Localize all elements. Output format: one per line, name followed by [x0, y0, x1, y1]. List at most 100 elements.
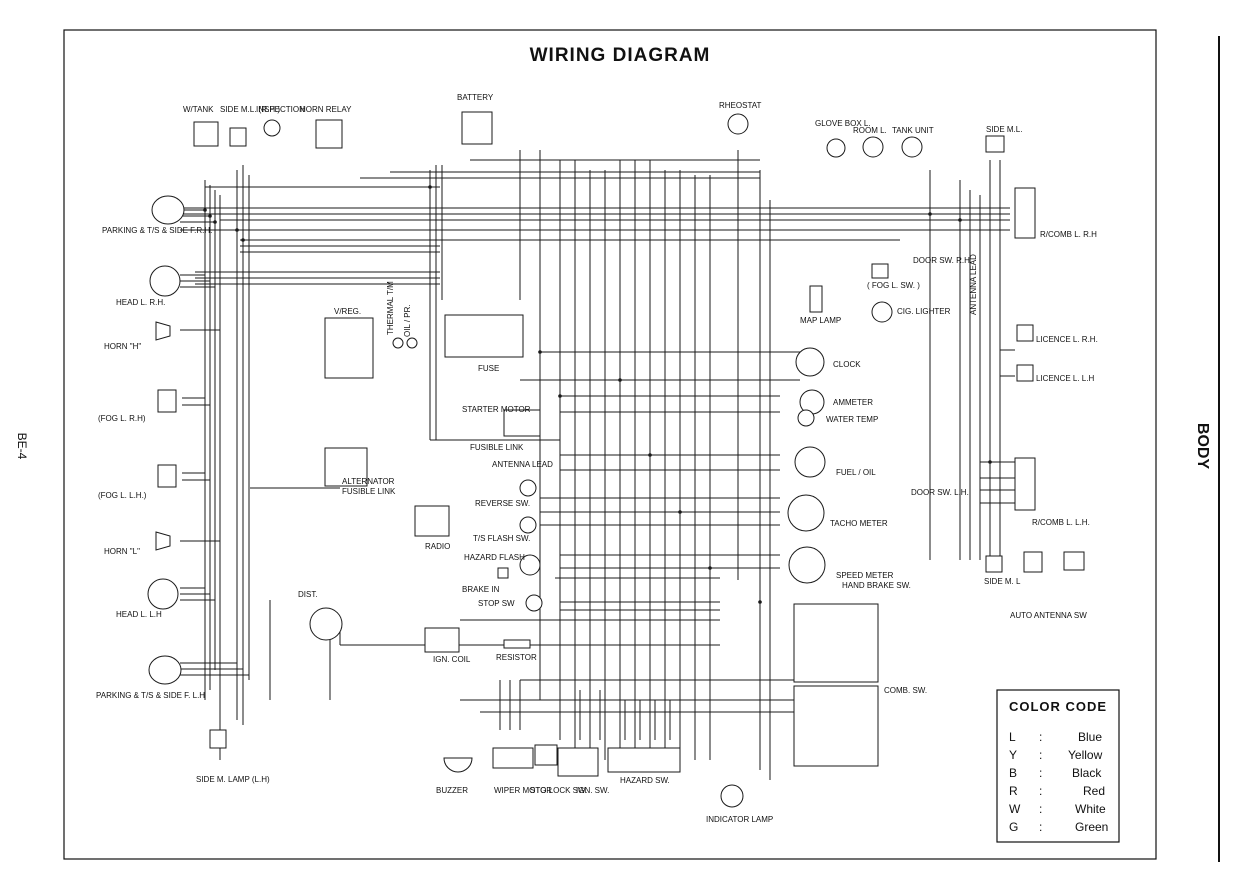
side-m-l-symbol: [985, 555, 1003, 573]
color-code-key: W: [1009, 802, 1021, 816]
color-code-colon: :: [1039, 784, 1042, 798]
tacho-meter-symbol: [787, 494, 825, 532]
radio-label: RADIO: [425, 542, 450, 551]
fuel-oil-label: FUEL / OIL: [836, 468, 876, 477]
rcomb-lh-symbol: [1014, 457, 1036, 511]
indicator-lamp-symbol: [720, 784, 744, 808]
v-reg-label: V/REG.: [334, 307, 361, 316]
buzzer-symbol: [443, 757, 473, 773]
diagram-border: [63, 29, 1157, 860]
map-lamp-label: MAP LAMP: [800, 316, 841, 325]
ign-sw-label: IGN. SW.: [576, 786, 609, 795]
brake-in-symbol: [497, 567, 509, 579]
rcomb-rh-symbol: [1014, 187, 1036, 239]
fog-rh-symbol: [157, 389, 177, 413]
fusible-link-label: FUSIBLE LINK: [470, 443, 524, 452]
color-code-value: Yellow: [1068, 748, 1103, 762]
hazard-flash-symbol: [519, 554, 541, 576]
color-code-colon: :: [1039, 730, 1042, 744]
v-reg-symbol: [324, 317, 374, 379]
color-code-key: R: [1009, 784, 1018, 798]
side-ml-rh-symbol: [229, 127, 247, 147]
ign-coil-symbol: [424, 627, 460, 653]
tank-unit-symbol: [901, 136, 923, 158]
color-code-colon: :: [1039, 766, 1042, 780]
side-ml-label: SIDE M.L.: [986, 125, 1022, 134]
color-code-value: Red: [1083, 784, 1105, 798]
horn-h-label: HORN "H": [104, 342, 141, 351]
fog-lh-label: (FOG L. L.H.): [98, 491, 147, 500]
antenna-lead-label: ANTENNA LEAD: [492, 460, 553, 469]
side-ml-symbol: [985, 135, 1005, 153]
color-code-title: COLOR CODE: [1009, 699, 1107, 714]
radio-symbol: [414, 505, 450, 537]
fog-sw-label: ( FOG L. SW. ): [867, 281, 920, 290]
water-temp-symbol: [797, 409, 815, 427]
fuel-oil-symbol: [794, 446, 826, 478]
rcomb-lh-label: R/COMB L. L.H.: [1032, 518, 1090, 527]
color-code-key: Y: [1009, 748, 1017, 762]
page-code: BE-4: [15, 433, 29, 460]
licence-rh-symbol: [1016, 324, 1034, 342]
hazard-sw-label: HAZARD SW.: [620, 776, 670, 785]
fog-lh-symbol: [157, 464, 177, 488]
ign-coil-label: IGN. COIL: [433, 655, 471, 664]
resistor-label: RESISTOR: [496, 653, 537, 662]
fuse-label: FUSE: [478, 364, 499, 373]
licence-lh-label: LICENCE L. L.H: [1036, 374, 1094, 383]
alt-fusible-label: FUSIBLE LINK: [342, 487, 396, 496]
hazard-sw-symbol: [607, 747, 681, 773]
cig-lighter-symbol: [871, 301, 893, 323]
w-tank-symbol: [193, 121, 219, 147]
section-label: BODY: [1194, 423, 1211, 470]
wire-junctions: [203, 185, 992, 604]
color-code-colon: :: [1039, 748, 1042, 762]
speed-meter-label: SPEED METER: [836, 571, 894, 580]
rheostat-symbol: [727, 113, 749, 135]
glove-box-label: GLOVE BOX L.: [815, 119, 871, 128]
ign-sw-symbol: [557, 747, 599, 777]
distributor-symbol: [309, 607, 343, 641]
side-m-lamp-lh-label: SIDE M. LAMP (L.H): [196, 775, 270, 784]
alternator-label: ALTERNATOR: [342, 477, 395, 486]
fuse-block-symbol: [444, 314, 524, 358]
resistor-symbol: [503, 639, 531, 649]
licence-rh-label: LICENCE L. R.H.: [1036, 335, 1098, 344]
speed-meter-symbol: [788, 546, 826, 584]
tacho-meter-label: TACHO METER: [830, 519, 888, 528]
reverse-sw-symbol: [519, 479, 537, 497]
side-m-l-label: SIDE M. L: [984, 577, 1021, 586]
auto-antenna-sw-symbol: [1063, 551, 1085, 571]
hazard-flash-label: HAZARD FLASH: [464, 553, 525, 562]
battery-symbol: [461, 111, 493, 145]
starter-motor-symbol: [503, 409, 541, 437]
fog-sw-symbol: [871, 263, 889, 279]
inspection-label: INSPECTION: [256, 105, 305, 114]
parking-rh-lamp: [151, 195, 185, 225]
color-code-colon: :: [1039, 820, 1042, 834]
color-code-key: B: [1009, 766, 1017, 780]
reverse-sw-label: REVERSE SW.: [475, 499, 530, 508]
stop-sw-label: STOP SW: [478, 599, 515, 608]
color-code-legend: COLOR CODE L : Blue Y : Yellow B : Black…: [996, 689, 1120, 843]
wiper-motor-symbol: [492, 747, 534, 769]
auto-antenna-label: AUTO ANTENNA SW: [1010, 611, 1087, 620]
color-code-value: White: [1075, 802, 1106, 816]
battery-label: BATTERY: [457, 93, 494, 102]
map-lamp-symbol: [809, 285, 823, 313]
diagram-title: WIRING DIAGRAM: [530, 45, 711, 66]
color-code-value: Green: [1075, 820, 1108, 834]
side-ml-rh-label: SIDE M.L. (R.H.): [220, 105, 280, 114]
clock-symbol: [795, 347, 825, 377]
clock-label: CLOCK: [833, 360, 861, 369]
ammeter-label: AMMETER: [833, 398, 873, 407]
thermal-label: THERMAL T/M: [386, 281, 395, 335]
starter-label: STARTER MOTOR: [462, 405, 531, 414]
light-wiper-table: [793, 603, 879, 683]
head-lamp-lh-label: HEAD L. L.H: [116, 610, 162, 619]
horn-l-symbol: [155, 531, 171, 551]
oil-pr-label: OIL / PR.: [403, 304, 412, 337]
glove-box-lamp-symbol: [826, 138, 846, 158]
horn-h-symbol: [155, 321, 171, 341]
